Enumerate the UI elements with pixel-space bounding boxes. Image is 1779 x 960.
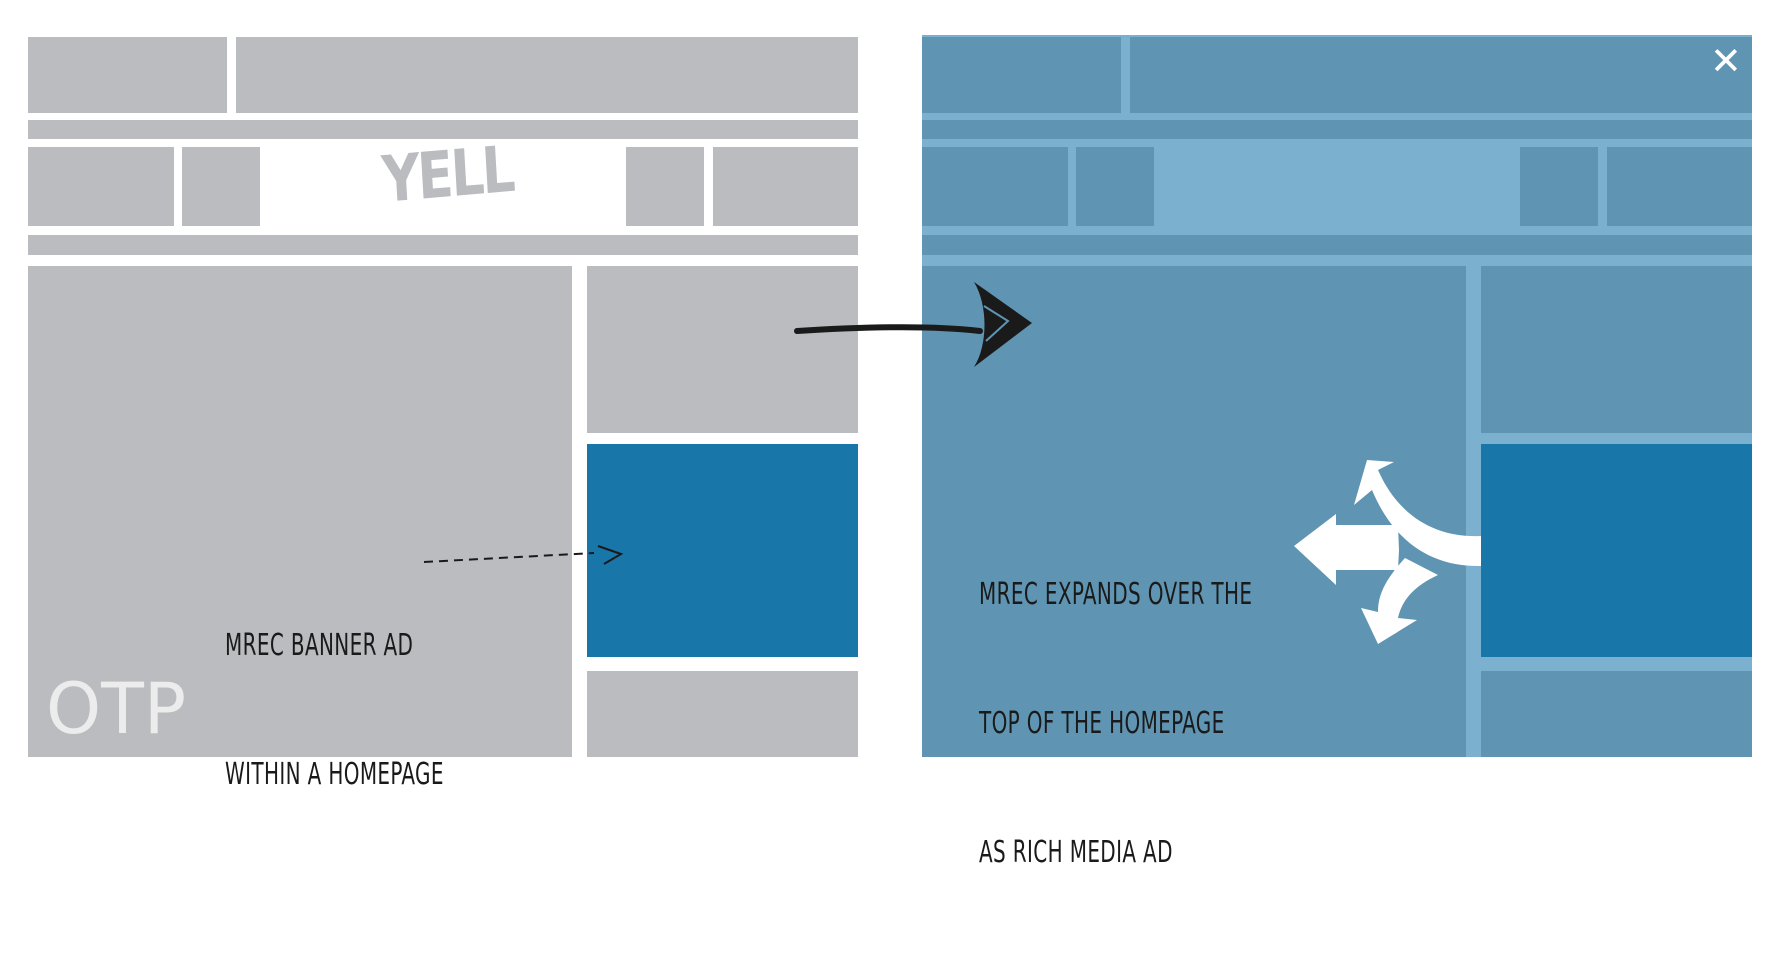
- dashed-pointer-arrow: [423, 545, 624, 565]
- expanded-sidebar-bottom-block: [1481, 671, 1752, 757]
- transition-arrow-icon: [794, 282, 1032, 367]
- expanded-nav-block-1: [922, 147, 1068, 226]
- expanded-nav-strip-top: [922, 120, 1752, 139]
- sidebar-top-block: [587, 266, 858, 433]
- expanded-nav-block-3: [1520, 147, 1598, 226]
- nav-block-3: [626, 147, 704, 226]
- nav-block-2: [182, 147, 260, 226]
- header-block-right: [236, 37, 858, 113]
- mrec-banner-ad: [587, 444, 858, 657]
- expanded-nav-block-4: [1607, 147, 1752, 226]
- expanded-nav-block-2: [1076, 147, 1154, 226]
- nav-block-1: [28, 147, 174, 226]
- sidebar-bottom-block: [587, 671, 858, 757]
- main-content-area: [28, 266, 572, 757]
- nav-strip-bottom: [28, 235, 858, 255]
- close-icon[interactable]: ✕: [1710, 39, 1742, 83]
- nav-strip-top: [28, 120, 858, 139]
- mrec-expands-label-line-1: MREC EXPANDS OVER THE: [979, 577, 1253, 612]
- diagram-arrows: [423, 282, 1481, 644]
- expanded-header-block-left: [922, 37, 1121, 113]
- header-block-left: [28, 37, 227, 113]
- mrec-banner-label-line-1: MREC BANNER AD: [225, 628, 414, 663]
- otp-watermark: OTP: [46, 668, 187, 750]
- nav-block-4: [713, 147, 858, 226]
- expanded-sidebar-top-block: [1481, 266, 1752, 433]
- expand-arrows-icon: [1294, 460, 1481, 644]
- mrec-banner-label: MREC BANNER AD WITHIN A HOMEPAGE: [225, 538, 444, 882]
- expanded-mrec-ad: [1481, 444, 1752, 657]
- expanded-nav-strip-bottom: [922, 235, 1752, 255]
- expanded-header-block-right: [1130, 37, 1752, 113]
- expanded-main-content-area: [922, 266, 1466, 757]
- mrec-expands-label-line-3: AS RICH MEDIA AD: [979, 835, 1173, 870]
- mrec-expands-label-line-2: TOP OF THE HOMEPAGE: [979, 706, 1225, 741]
